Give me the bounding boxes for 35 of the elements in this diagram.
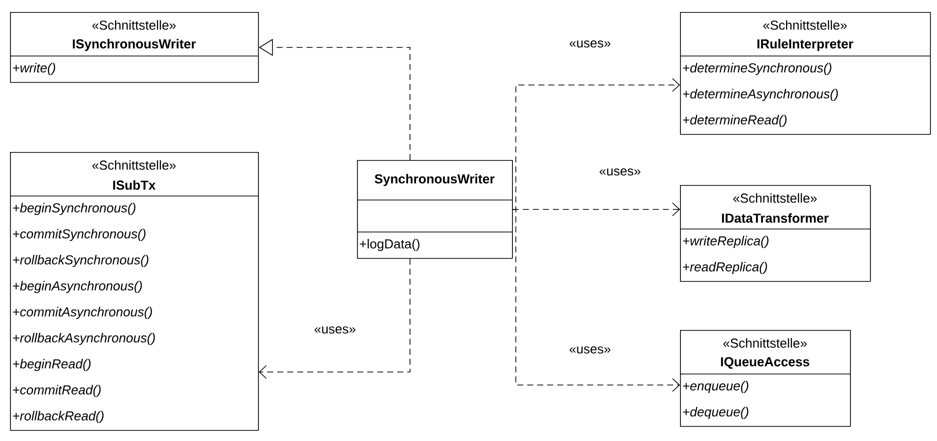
method-name: +write() — [13, 62, 56, 76]
method-name: +determineAsynchronous() — [683, 88, 838, 102]
edge-label: «uses» — [598, 167, 642, 177]
dependency-arrow — [258, 258, 410, 379]
stereotype-text: «Schnittstelle» — [763, 20, 847, 30]
method-name: +commitAsynchronous() — [13, 306, 152, 320]
method-name: +beginRead() — [13, 358, 91, 372]
class-name: SynchronousWriter — [374, 174, 494, 186]
method-name: +rollbackRead() — [13, 410, 104, 424]
method-name: +rollbackAsynchronous() — [13, 332, 155, 346]
class-name: IDataTransformer — [722, 213, 829, 223]
method-name: +enqueue() — [683, 380, 748, 394]
method-name: +determineRead() — [683, 114, 787, 128]
method-name: +beginAsynchronous() — [13, 280, 142, 294]
method-name: +commitRead() — [13, 384, 101, 398]
class-name: ISynchronousWriter — [72, 38, 196, 52]
stereotype-text: «Schnittstelle» — [733, 193, 817, 203]
stereotype-text: «Schnittstelle» — [92, 160, 176, 170]
class-name: IQueueAccess — [721, 357, 810, 369]
method-name: +commitSynchronous() — [13, 228, 146, 242]
edge-label: «uses» — [568, 345, 612, 355]
method-name: +rollbackSynchronous() — [13, 254, 148, 268]
dependency-arrow — [512, 209, 680, 392]
method-name: +logData() — [360, 238, 420, 252]
method-name: +readReplica() — [683, 262, 768, 274]
edge-label: «uses» — [568, 39, 612, 49]
class-name: IRuleInterpreter — [757, 38, 854, 52]
class-name: ISubTx — [113, 180, 156, 190]
edge-label: «uses» — [313, 325, 357, 335]
method-name: +beginSynchronous() — [13, 202, 136, 216]
stereotype-text: «Schnittstelle» — [92, 20, 176, 30]
method-name: +dequeue() — [683, 406, 748, 420]
method-name: +determineSynchronous() — [683, 62, 832, 76]
stereotype-text: «Schnittstelle» — [723, 338, 807, 348]
method-name: +writeReplica() — [683, 236, 768, 248]
